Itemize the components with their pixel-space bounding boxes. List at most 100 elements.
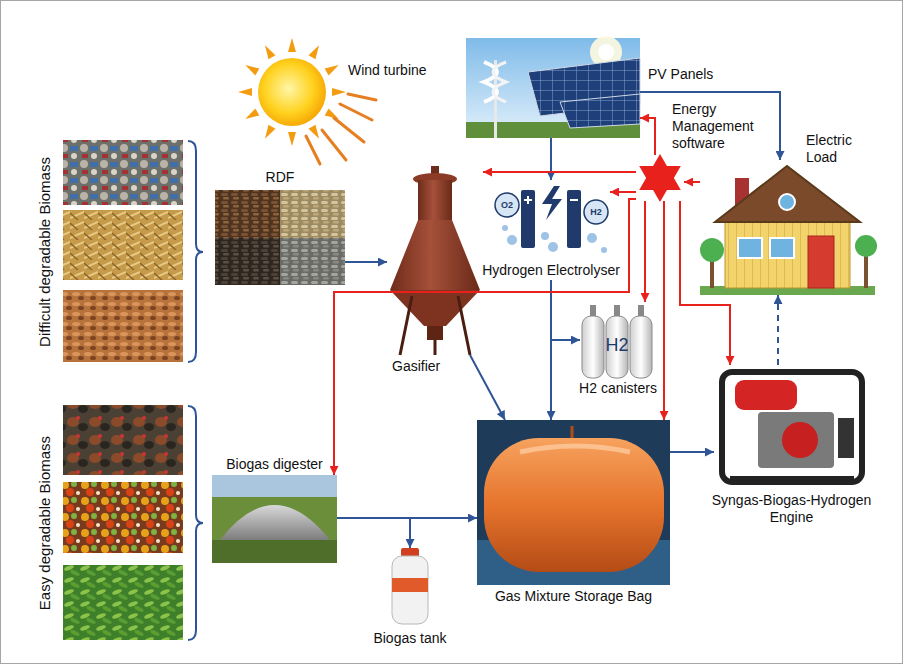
sun-icon	[348, 94, 376, 100]
engine-photo	[758, 412, 834, 468]
gas-symbol: O2	[495, 199, 519, 211]
gas-bag-photo	[520, 446, 630, 452]
digester-photo	[212, 540, 337, 563]
hydrogen-electrolyser: Hydrogen Electrolyser	[492, 180, 610, 280]
pv-wind-photo	[598, 44, 614, 60]
electrolyser-icon	[495, 186, 608, 253]
sun-icon	[309, 43, 323, 59]
ems-star	[639, 154, 681, 202]
house-icon	[855, 235, 877, 257]
sun-icon	[238, 38, 376, 164]
electrolyser-icon	[502, 225, 508, 231]
digester-photo	[212, 475, 337, 563]
flow-arrow	[550, 280, 552, 420]
flow-arrow	[551, 280, 580, 340]
control-line	[640, 118, 655, 155]
node-label: Hydrogen Electrolyser	[471, 262, 631, 279]
gasifier-icon	[390, 220, 480, 290]
sun-icon	[309, 125, 323, 141]
sun-icon	[306, 94, 376, 164]
rdf-photo	[215, 190, 345, 285]
sun-icon	[334, 118, 364, 142]
house-icon	[808, 236, 834, 288]
gasifier-icon	[390, 290, 480, 326]
biogas-tank: Biogas tank	[390, 548, 430, 626]
flow-arrow	[345, 261, 387, 263]
sun-icon	[288, 38, 296, 52]
gasifier-icon	[431, 166, 439, 174]
rdf-photo	[215, 238, 280, 285]
house-icon	[710, 258, 714, 288]
rdf-pellets: RDF	[215, 190, 345, 285]
node-label: Difficult degradable Biomass	[36, 137, 54, 367]
node-label: Biogas tank	[360, 630, 460, 647]
biomass-group: Difficult degradable Biomass	[30, 138, 200, 366]
node-label: Easy degradable Biomass	[36, 408, 54, 638]
sun-icon	[340, 104, 372, 120]
electrolyser-icon	[541, 232, 549, 240]
house-icon	[770, 238, 794, 258]
electrolyser-icon	[587, 233, 597, 243]
pv-wind-photo	[493, 62, 506, 102]
ems-star	[639, 166, 681, 202]
flow-arrow	[337, 517, 477, 519]
node-label: Syngas-Biogas-Hydrogen Engine	[704, 492, 879, 526]
biomass-photos	[63, 210, 183, 280]
rdf-photo	[215, 190, 280, 238]
digester-photo	[212, 475, 337, 497]
node-label: RDF	[215, 169, 345, 186]
biogas-tank-icon	[392, 578, 428, 592]
engine-photo	[730, 476, 854, 484]
control-line	[483, 171, 636, 173]
pv-wind-photo	[466, 36, 640, 138]
flow-arrow	[470, 355, 505, 420]
gas-symbol: H2	[584, 206, 608, 218]
engine-photo	[782, 422, 818, 458]
node-label: Gas Mixture Storage Bag	[477, 588, 670, 605]
flow-arrow	[550, 138, 552, 180]
node-label: Biogas digester	[212, 456, 337, 473]
house-icon	[738, 238, 762, 258]
electric-load-house: Electric Load	[700, 160, 875, 295]
biomass-photos	[63, 290, 183, 362]
node-label: Gasifier	[392, 358, 440, 375]
electrolyser-icon	[524, 196, 532, 204]
pv-wind-photo	[560, 94, 640, 128]
engine-photo	[838, 418, 854, 458]
bracket	[188, 141, 203, 362]
control-line	[610, 191, 636, 193]
electrolyser-icon	[521, 190, 535, 248]
biomass-photos	[63, 482, 183, 553]
node-label: PV Panels	[648, 66, 713, 83]
pv-panels: PV Panels	[466, 38, 640, 138]
rdf-photo	[280, 238, 345, 285]
node-label: Electric Load	[806, 132, 868, 166]
digester-photo	[220, 505, 330, 540]
sun-icon	[258, 58, 326, 126]
flow-arrow	[640, 92, 780, 160]
electrolyser-icon	[542, 186, 562, 220]
electrolyser-icon	[495, 193, 519, 217]
electrolyser-icon	[584, 200, 608, 224]
biomass-photos	[63, 565, 183, 640]
house-icon	[700, 238, 724, 262]
gas-bag-photo	[571, 426, 574, 438]
house-icon	[715, 166, 860, 222]
gas-bag-photo	[484, 438, 664, 572]
electrolyser-icon	[567, 190, 581, 248]
bracket	[188, 406, 203, 640]
node-label: H2 canisters	[568, 380, 668, 397]
control-line	[663, 201, 665, 420]
electrolyser-icon	[601, 247, 607, 253]
pv-wind-photo	[466, 38, 640, 138]
digester-photo	[212, 475, 337, 563]
engine-photo	[722, 372, 862, 482]
control-line	[680, 201, 730, 365]
biomass-group: Easy degradable Biomass	[30, 403, 200, 643]
biomass-photos	[63, 140, 183, 205]
engine-photo	[735, 380, 797, 410]
